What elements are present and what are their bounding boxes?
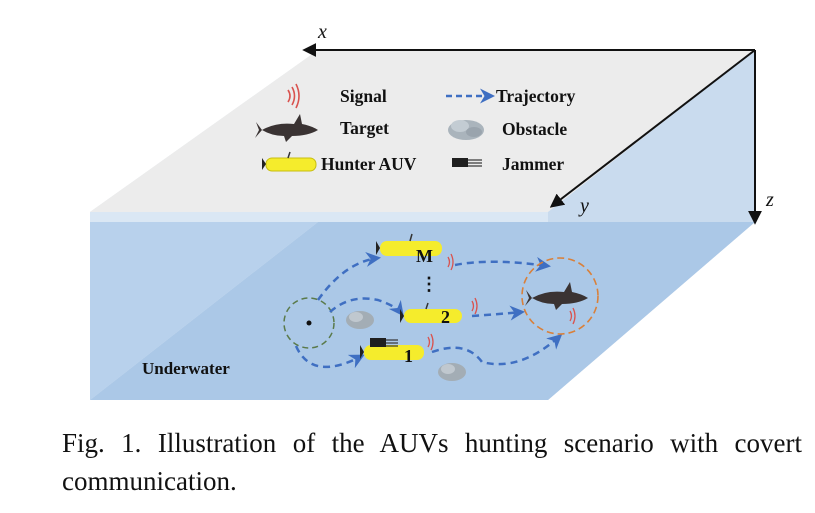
- legend-signal-label: Signal: [340, 86, 387, 106]
- auv-2-label: 2: [441, 307, 450, 327]
- auv-ellipsis: ⋮: [420, 274, 438, 294]
- auv-hunting-scenario-diagram: x y z Signal Trajectory Target Obstacle: [90, 21, 774, 400]
- trajectory-to-auv-2: [329, 297, 404, 317]
- legend-trajectory-label: Trajectory: [496, 86, 576, 106]
- target-shark-icon: [525, 282, 588, 310]
- trajectory-auv-m-to-target: [454, 256, 551, 272]
- auv-2-signal-icon: [471, 297, 478, 315]
- legend-target-label: Target: [340, 118, 389, 138]
- legend-hunter-auv-label: Hunter AUV: [321, 154, 417, 174]
- target-region: [521, 257, 599, 335]
- underwater-label: Underwater: [142, 359, 230, 378]
- water-left: [90, 222, 318, 400]
- x-axis-label: x: [317, 21, 327, 43]
- auv-1-label: 1: [404, 346, 413, 366]
- shark-icon: [255, 114, 318, 142]
- z-axis-label: z: [765, 189, 774, 211]
- auv-1-signal-icon: [427, 333, 434, 351]
- auv-m-label: M: [416, 246, 433, 266]
- legend-obstacle-label: Obstacle: [502, 119, 567, 139]
- y-axis-label: y: [578, 195, 589, 217]
- signal-icon: [287, 83, 300, 109]
- trajectory-auv-2-to-target: [471, 305, 525, 321]
- obstacle-icon: [448, 120, 484, 140]
- start-point: [306, 320, 312, 326]
- ocean-box: [90, 50, 755, 400]
- axes: x y z: [302, 21, 774, 225]
- auv-2: [400, 302, 462, 323]
- trajectories: [294, 252, 563, 369]
- trajectory-to-auv-1: [294, 345, 365, 369]
- auv-1-jammer-icon: [370, 338, 398, 347]
- auv-m-signal-icon: [447, 253, 454, 271]
- auv-1: [360, 345, 424, 360]
- figure-caption: Fig. 1. Illustration of the AUVs hunting…: [62, 424, 802, 500]
- target-signal-icon: [569, 307, 576, 325]
- caption-prefix: Fig. 1.: [62, 428, 142, 458]
- trajectory-to-auv-m: [316, 252, 381, 301]
- gray-top: [90, 50, 755, 212]
- hunter-auv-icon: [262, 151, 317, 172]
- front-wall: [90, 212, 548, 222]
- obstacle-left: [346, 311, 374, 329]
- jammer-icon: [452, 158, 482, 167]
- caption-text: Illustration of the AUVs hunting scenari…: [62, 428, 802, 496]
- auv-m: [376, 233, 442, 256]
- trajectory-auv-1-to-target: [431, 333, 563, 366]
- legend-jammer-label: Jammer: [502, 154, 564, 174]
- legend: Signal Trajectory Target Obstacle Hunter…: [255, 83, 576, 174]
- y-axis: [549, 49, 756, 208]
- obstacle-right: [438, 363, 466, 381]
- start-region: [283, 297, 335, 349]
